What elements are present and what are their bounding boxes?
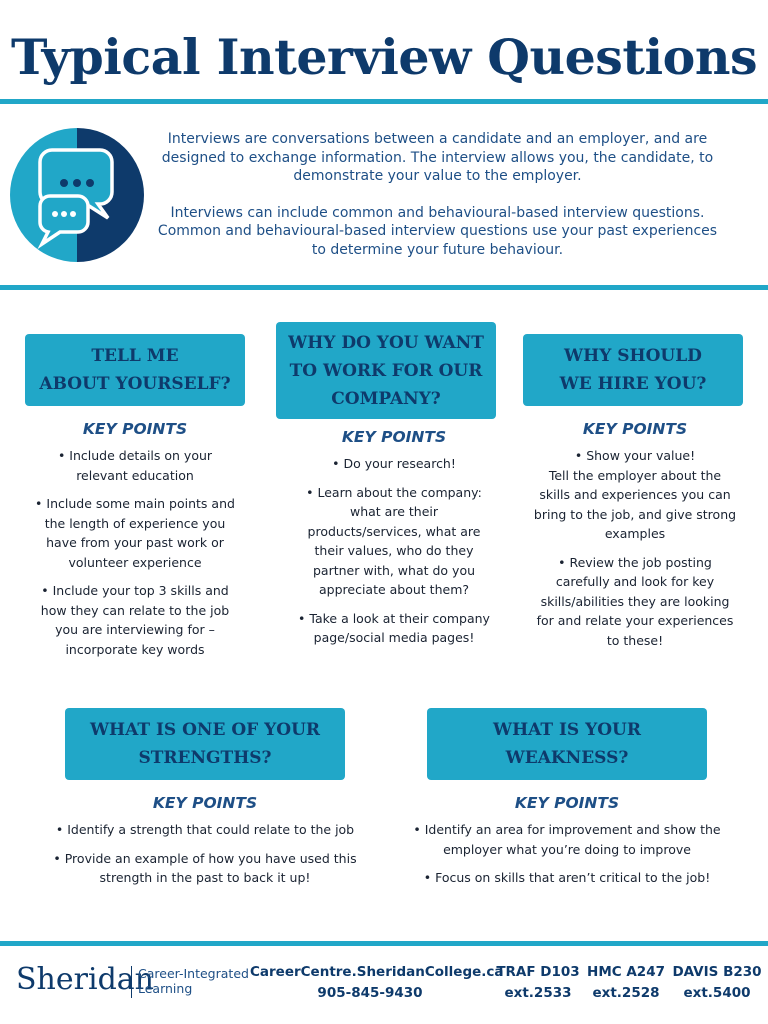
list-item: • Focus on skills that aren’t critical t…: [423, 870, 711, 885]
question-box-tell-me-about-yourself: TELL ME ABOUT YOURSELF?: [25, 334, 245, 406]
list-item: • Include details on your relevant educa…: [57, 448, 213, 483]
key-points-heading: KEY POINTS: [341, 428, 447, 446]
top-divider: [0, 99, 768, 104]
location-hmc: HMC A247 ext.2528: [584, 962, 668, 1004]
page-title: Typical Interview Questions: [10, 28, 758, 86]
footer-divider: [0, 941, 768, 946]
key-points-list: • Show your value! Tell the employer abo…: [519, 446, 751, 659]
middle-divider: [0, 285, 768, 290]
key-points-list: • Identify an area for improvement and s…: [397, 820, 737, 897]
intro-text: Interviews are conversations between a c…: [150, 130, 725, 259]
location-traf: TRAF D103 ext.2533: [494, 962, 582, 1004]
list-item: • Take a look at their company page/soci…: [298, 610, 490, 646]
logo-subtitle: Career-Integrated Learning: [138, 966, 249, 996]
question-box-strengths: WHAT IS ONE OF YOUR STRENGTHS?: [65, 708, 345, 780]
key-points-list: • Include details on your relevant educa…: [22, 446, 248, 668]
location-davis: DAVIS B230 ext.5400: [670, 962, 764, 1004]
speech-bubbles-icon: [10, 128, 144, 262]
phone-number: 905-845-9430: [317, 985, 423, 1001]
location-room: TRAF D103: [496, 964, 580, 980]
location-ext: ext.5400: [683, 985, 751, 1001]
list-item: • Show your value! Tell the employer abo…: [533, 448, 737, 541]
location-room: DAVIS B230: [672, 964, 762, 980]
key-points-list: • Do your research! • Learn about the co…: [282, 454, 506, 657]
question-box-why-hire-you: WHY SHOULD WE HIRE YOU?: [523, 334, 743, 406]
logo-subtitle-line: Career-Integrated: [138, 966, 249, 981]
question-box-why-work-for-us: WHY DO YOU WANT TO WORK FOR OUR COMPANY?: [276, 322, 496, 419]
key-points-list: • Identify a strength that could relate …: [40, 820, 370, 897]
list-item: • Identify an area for improvement and s…: [413, 822, 721, 857]
list-item: • Provide an example of how you have use…: [53, 850, 357, 886]
sheridan-logo: Sheridan: [16, 962, 154, 997]
intro-paragraph: Interviews can include common and behavi…: [157, 204, 718, 258]
list-item: • Include some main points and the lengt…: [35, 496, 235, 570]
list-item: • Review the job posting carefully and l…: [536, 554, 734, 648]
key-points-heading: KEY POINTS: [82, 420, 188, 438]
question-box-weakness: WHAT IS YOUR WEAKNESS?: [427, 708, 707, 780]
key-points-heading: KEY POINTS: [582, 420, 688, 438]
list-item: • Include your top 3 skills and how they…: [40, 583, 230, 657]
list-item: • Learn about the company: what are thei…: [306, 484, 482, 598]
key-points-heading: KEY POINTS: [514, 794, 620, 812]
website-contact: CareerCentre.SheridanCollege.ca 905-845-…: [250, 962, 504, 1004]
intro-paragraph: Interviews are conversations between a c…: [161, 131, 714, 184]
location-ext: ext.2533: [504, 985, 572, 1001]
logo-separator: [131, 966, 132, 998]
website-link[interactable]: CareerCentre.SheridanCollege.ca: [250, 964, 504, 980]
logo-subtitle-line: Learning: [138, 981, 193, 996]
location-room: HMC A247: [587, 964, 665, 980]
list-item: • Do your research!: [332, 456, 456, 471]
location-ext: ext.2528: [592, 985, 660, 1001]
list-item: • Identify a strength that could relate …: [55, 822, 355, 837]
key-points-heading: KEY POINTS: [152, 794, 258, 812]
